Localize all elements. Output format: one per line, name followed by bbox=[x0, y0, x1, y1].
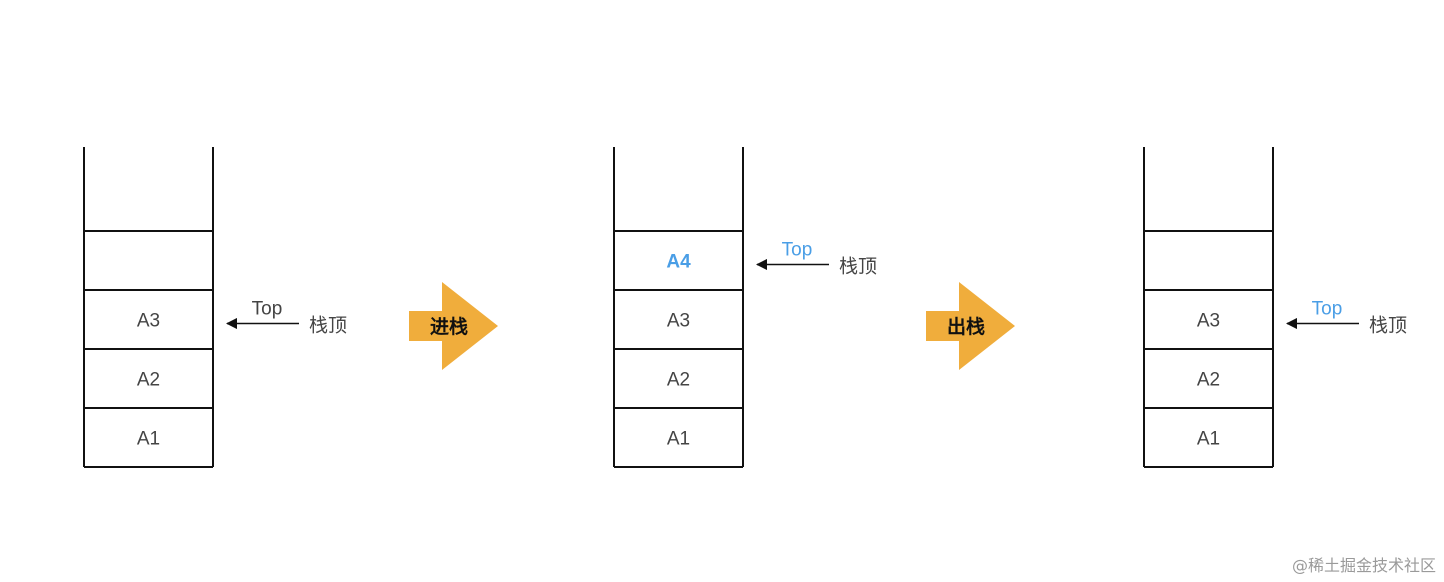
top-label: Top bbox=[1312, 299, 1343, 320]
stack-cell-label: A4 bbox=[666, 252, 691, 273]
top-label: Top bbox=[252, 299, 283, 320]
stack-cell-label: A1 bbox=[667, 429, 690, 450]
stack-cell-label: A2 bbox=[1197, 370, 1220, 391]
stack-cell-label: A1 bbox=[1197, 429, 1220, 450]
arrow-right-icon bbox=[926, 282, 1015, 370]
stack-cell-label: A3 bbox=[1197, 311, 1220, 332]
stack-cell-label: A3 bbox=[137, 311, 160, 332]
stack-cell-label: A3 bbox=[667, 311, 690, 332]
transition-label: 出栈 bbox=[947, 315, 985, 338]
stack-top-pointer-label: 栈顶 bbox=[839, 256, 877, 278]
stack-cell-label: A2 bbox=[137, 370, 160, 391]
watermark: @稀土掘金技术社区 bbox=[1291, 556, 1436, 575]
stack-top-pointer-label: 栈顶 bbox=[1369, 315, 1407, 337]
stack-cell-label: A2 bbox=[667, 370, 690, 391]
stack-cell-label: A1 bbox=[137, 429, 160, 450]
top-label: Top bbox=[782, 240, 813, 261]
arrow-right-icon bbox=[409, 282, 498, 370]
transition-label: 进栈 bbox=[430, 315, 468, 338]
stack-top-pointer-label: 栈顶 bbox=[309, 315, 347, 337]
